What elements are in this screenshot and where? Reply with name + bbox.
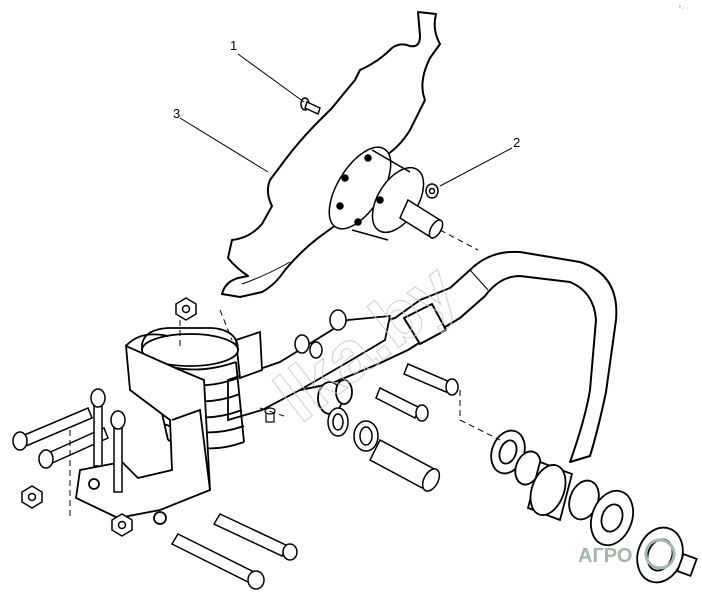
callout-leaders xyxy=(179,53,513,187)
callout-1: 1 xyxy=(230,38,237,53)
blade-bolt xyxy=(300,97,321,116)
assembly-center-lines xyxy=(69,229,501,520)
nut-bottom xyxy=(111,513,133,537)
logo-emblem-icon xyxy=(644,538,676,570)
stud-vertical-1 xyxy=(90,388,106,467)
pivot-bracket xyxy=(227,314,392,422)
logo-text: АГРО xyxy=(578,545,632,567)
long-bolt-1 xyxy=(170,533,265,590)
disc-blade xyxy=(221,11,441,298)
hub-shaft xyxy=(399,198,444,240)
bolt-left-upper xyxy=(12,407,93,451)
nut-left xyxy=(21,485,43,509)
callout-2: 2 xyxy=(513,135,520,150)
center-bolt-1 xyxy=(375,386,429,422)
stud-vertical-2 xyxy=(110,410,126,493)
bushing-2 xyxy=(327,407,349,437)
watermark-text: lka.by xyxy=(261,249,471,438)
grease-fitting xyxy=(264,407,276,423)
corner-mark: °·· xyxy=(678,5,689,12)
agro-logo: АГРО xyxy=(578,538,676,570)
support-arm xyxy=(299,250,618,463)
pivot-pin xyxy=(369,438,441,492)
callout-3: 3 xyxy=(173,106,180,121)
bushing-3 xyxy=(294,309,347,359)
long-bolt-2 xyxy=(212,513,298,561)
bearing-stack xyxy=(490,429,698,584)
nut-top xyxy=(175,297,197,321)
bushing-1 xyxy=(353,420,379,452)
center-bolt-2 xyxy=(403,363,459,396)
mounting-plate xyxy=(75,333,211,525)
bolt-left-middle xyxy=(38,426,109,469)
hub-nut xyxy=(425,183,439,199)
